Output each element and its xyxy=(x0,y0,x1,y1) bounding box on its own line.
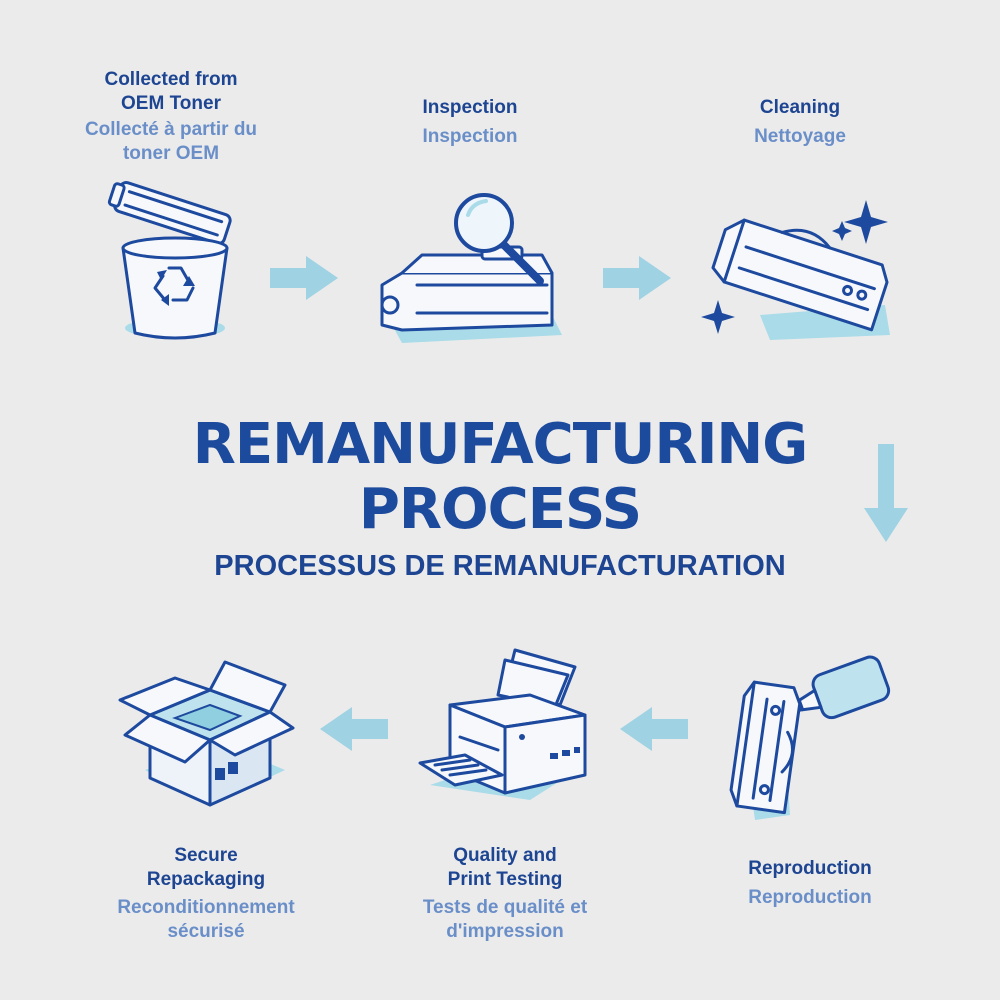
step-collected-fr-line2: toner OEM xyxy=(122,143,220,164)
recycle-bin-icon xyxy=(107,181,232,340)
arrow-down-icon xyxy=(864,444,908,542)
step-cleaning-label: Cleaning Nettoyage xyxy=(710,96,890,149)
step-reproduction-en: Reproduction xyxy=(748,858,872,879)
step-quality-fr-line2: d'impression xyxy=(446,921,564,942)
main-subtitle: PROCESSUS DE REMANUFACTURATION xyxy=(214,550,786,582)
step-reproduction-fr: Reproduction xyxy=(748,887,872,908)
arrow-right-icon xyxy=(603,256,671,300)
step-quality-label: Quality and Print Testing Tests de quali… xyxy=(395,844,615,944)
step-collected-label: Collected from OEM Toner Collecté à part… xyxy=(60,68,282,166)
step-cleaning-en: Cleaning xyxy=(759,97,841,118)
step-collected-fr-line1: Collecté à partir du xyxy=(84,119,258,140)
step-quality-fr-line1: Tests de qualité et xyxy=(422,897,588,918)
step-quality-en-line1: Quality and xyxy=(453,845,557,866)
step-collected-en-line1: Collected from xyxy=(104,69,238,90)
step-repackaging-en-line2: Repackaging xyxy=(146,869,266,890)
step-reproduction-label: Reproduction Reproduction xyxy=(715,857,905,910)
printer-icon xyxy=(418,648,587,800)
step-inspection-fr: Inspection xyxy=(422,126,518,147)
step-inspection-label: Inspection Inspection xyxy=(380,96,560,149)
step-repackaging-label: Secure Repackaging Reconditionnement séc… xyxy=(90,844,322,944)
arrow-right-icon xyxy=(270,256,338,300)
step-repackaging-en-line1: Secure xyxy=(174,845,238,866)
arrow-left-icon xyxy=(620,707,688,751)
step-repackaging-fr-line2: sécurisé xyxy=(167,921,245,942)
step-cleaning-fr: Nettoyage xyxy=(754,126,846,147)
main-title-line1: REMANUFACTURING xyxy=(192,412,809,477)
main-title-line2: PROCESS xyxy=(358,477,642,542)
magnifying-glass-icon xyxy=(380,193,562,343)
step-repackaging-fr-line1: Reconditionnement xyxy=(117,897,295,918)
step-quality-en-line2: Print Testing xyxy=(447,869,563,890)
arrow-left-icon xyxy=(320,707,388,751)
sparkle-icon xyxy=(701,200,890,340)
step-inspection-en: Inspection xyxy=(422,97,518,118)
toner-bottle-icon xyxy=(729,655,891,820)
box-icon xyxy=(118,660,295,807)
step-collected-en-line2: OEM Toner xyxy=(121,93,221,114)
